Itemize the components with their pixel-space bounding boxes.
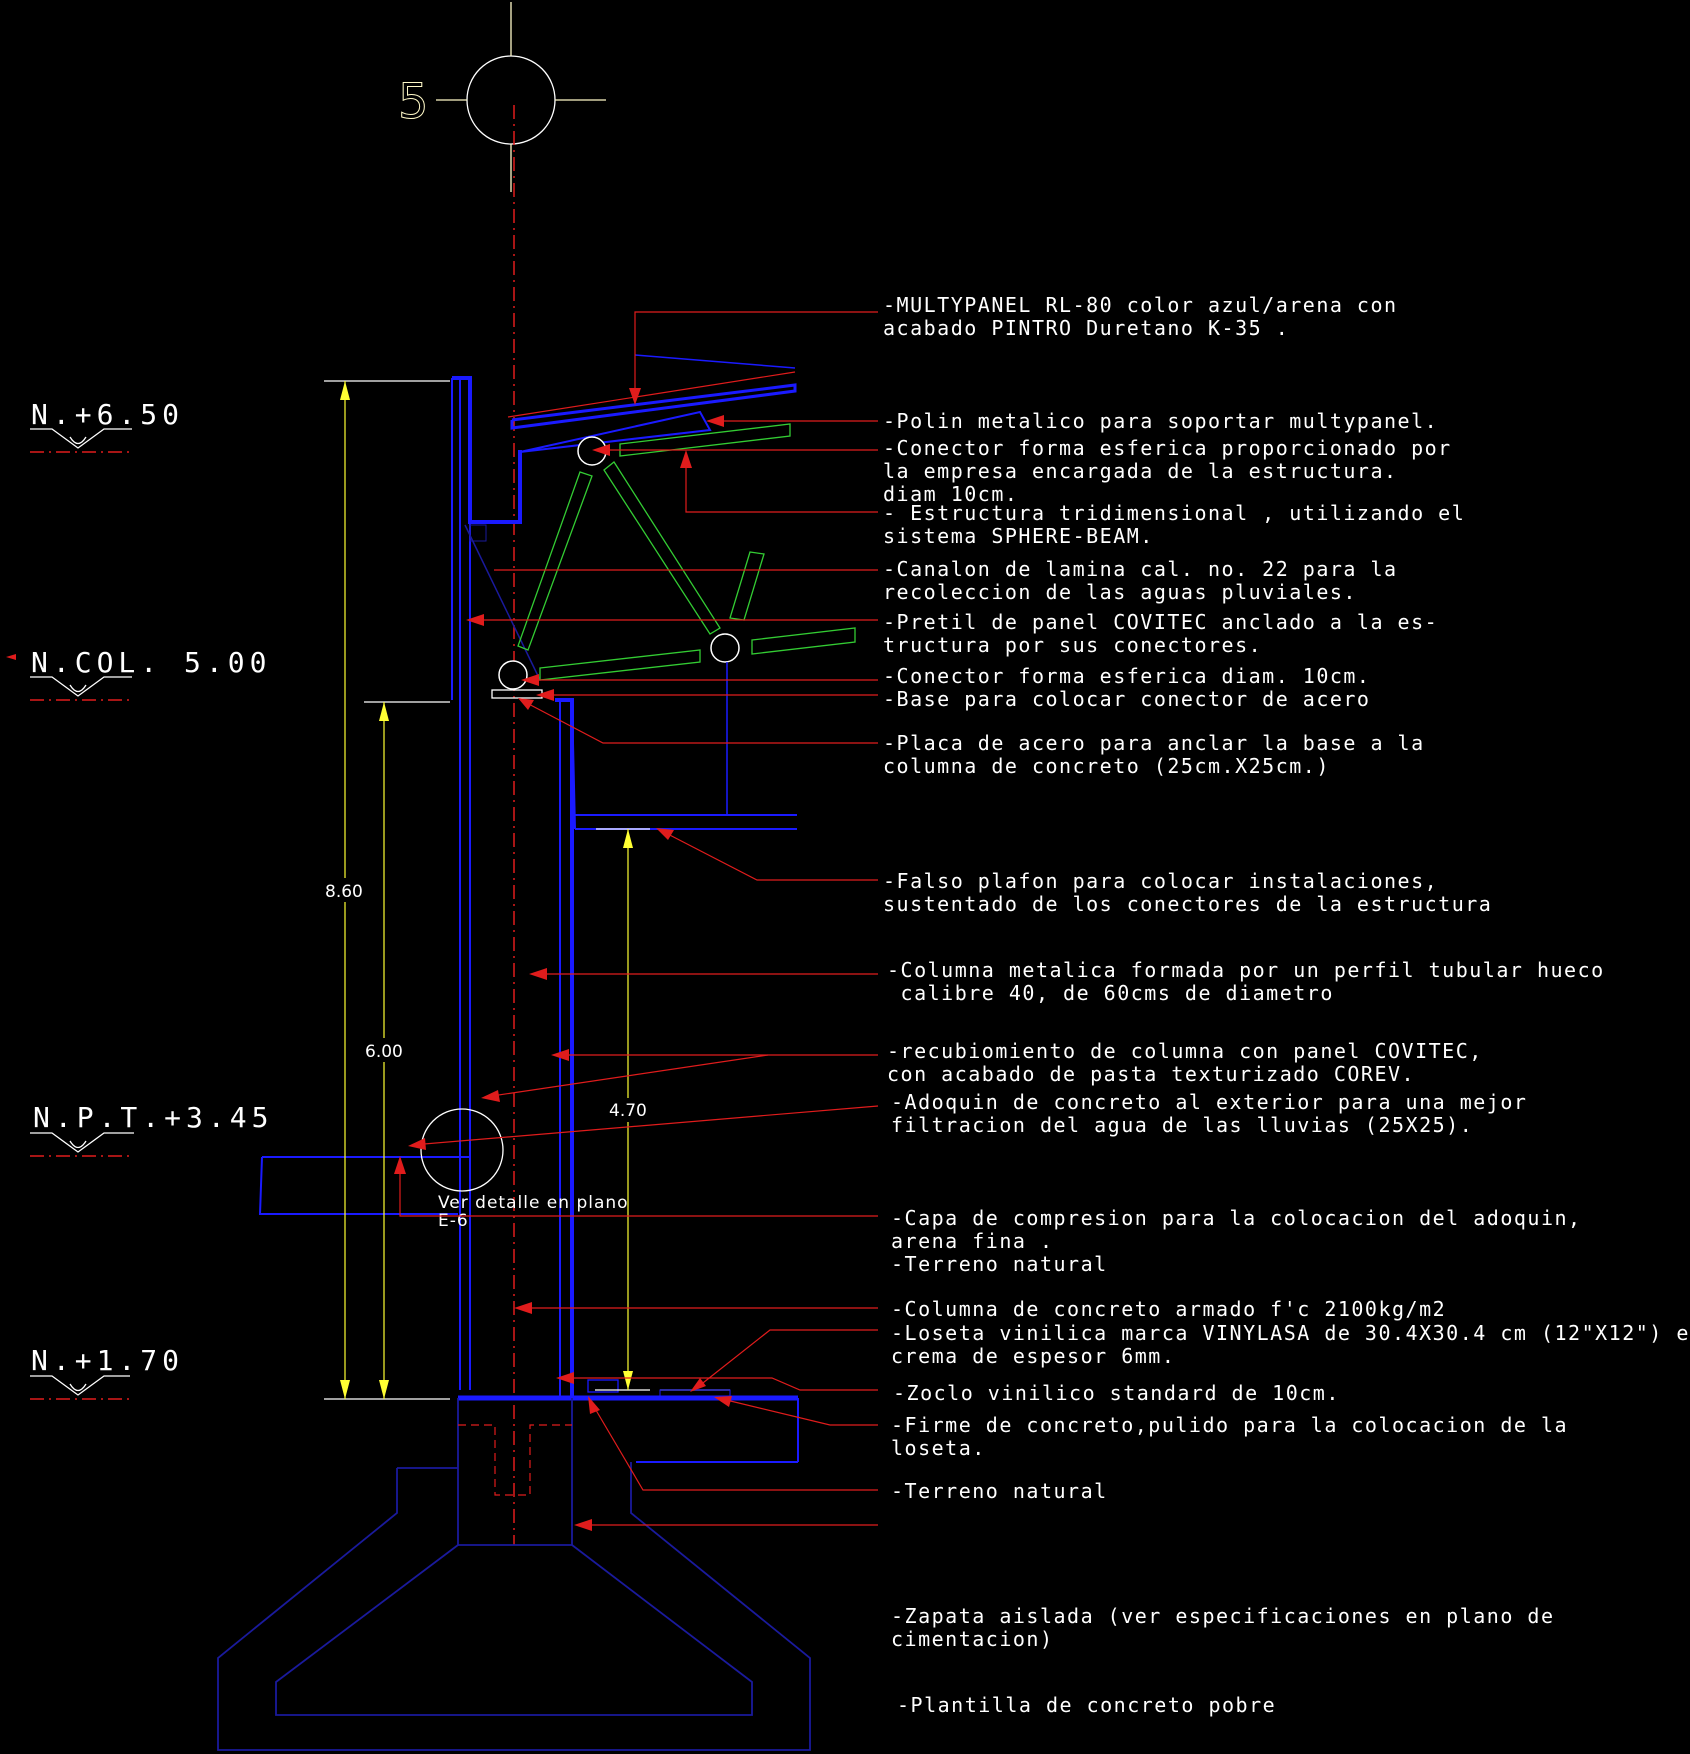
- note-text: -recubiomiento de columna con panel COVI…: [887, 1039, 1483, 1086]
- note-line: acabado PINTRO Duretano K-35 .: [883, 316, 1289, 340]
- level-label: N.P.T.+3.45: [33, 1101, 273, 1134]
- note-line: la empresa encargada de la estructura.: [883, 459, 1398, 483]
- note-text: -Polin metalico para soportar multypanel…: [883, 409, 1438, 433]
- note-line: -recubiomiento de columna con panel COVI…: [887, 1039, 1483, 1063]
- note-line: recoleccion de las aguas pluviales.: [883, 580, 1357, 604]
- dimension-label: 4.70: [609, 1101, 647, 1121]
- note-text: -Base para colocar conector de acero: [883, 687, 1370, 711]
- level-marker: [30, 1132, 134, 1157]
- note-line: calibre 40, de 60cms de diametro: [887, 981, 1334, 1005]
- detail-ref-line: E-6: [438, 1211, 469, 1231]
- space-frame: [498, 423, 856, 815]
- note-text: - Estructura tridimensional , utilizando…: [883, 501, 1465, 548]
- note-line: filtracion del agua de las lluvias (25X2…: [891, 1113, 1473, 1137]
- note-line: - Estructura tridimensional , utilizando…: [883, 501, 1465, 525]
- floor-and-footing: [217, 1379, 811, 1751]
- note-text: -Conector forma esferica proporcionado p…: [883, 436, 1452, 506]
- level-label: N.+6.50: [31, 398, 184, 431]
- level-marker: [30, 676, 132, 701]
- note-line: -Columna metalica formada por un perfil …: [887, 958, 1605, 982]
- axis-bubble: 5: [398, 2, 606, 192]
- note-line: crema de espesor 6mm.: [891, 1344, 1175, 1368]
- detail-reference: Ver detalle en plano E-6: [438, 1193, 629, 1231]
- note-line: -Polin metalico para soportar multypanel…: [883, 409, 1438, 433]
- note-line: -Conector forma esferica diam. 10cm.: [883, 664, 1370, 688]
- note-line: -Falso plafon para colocar instalaciones…: [883, 869, 1438, 893]
- note-line: diam 10cm.: [883, 482, 1018, 506]
- dimension-label: 8.60: [325, 882, 363, 902]
- level-label: N.+1.70: [31, 1344, 184, 1377]
- note-line: sustentado de los conectores de la estru…: [883, 892, 1492, 916]
- note-line: -Pretil de panel COVITEC anclado a la es…: [883, 610, 1438, 634]
- level-marker: [30, 428, 132, 453]
- note-text: -Columna de concreto armado f'c 2100kg/m…: [891, 1297, 1446, 1321]
- note-line: -Base para colocar conector de acero: [883, 687, 1370, 711]
- dimension-lines: 8.60 6.00 4.70: [318, 380, 652, 1400]
- note-text: -Zoclo vinilico standard de 10cm.: [893, 1381, 1340, 1405]
- note-line: cimentacion): [891, 1627, 1054, 1651]
- note-line: tructura por sus conectores.: [883, 633, 1262, 657]
- note-text: -Capa de compresion para la colocacion d…: [891, 1206, 1582, 1276]
- note-line: -Columna de concreto armado f'c 2100kg/m…: [891, 1297, 1446, 1321]
- exterior-paver: [258, 1108, 504, 1215]
- note-text: -Firme de concreto,pulido para la coloca…: [891, 1413, 1568, 1460]
- note-text: -Terreno natural: [891, 1479, 1108, 1503]
- detail-ref-line: Ver detalle en plano: [438, 1193, 629, 1213]
- note-text: -Columna metalica formada por un perfil …: [887, 958, 1605, 1005]
- level-marker: [30, 1375, 130, 1400]
- note-line: -Terreno natural: [891, 1252, 1108, 1276]
- note-line: arena fina .: [891, 1229, 1054, 1253]
- note-line: -Firme de concreto,pulido para la coloca…: [891, 1413, 1568, 1437]
- note-text: -Loseta vinilica marca VINYLASA de 30.4X…: [891, 1321, 1690, 1368]
- note-text: -Zapata aislada (ver especificaciones en…: [891, 1604, 1555, 1651]
- note-line: -MULTYPANEL RL-80 color azul/arena con: [883, 293, 1398, 317]
- leader-lines: [394, 311, 879, 1531]
- note-line: -Canalon de lamina cal. no. 22 para la: [883, 557, 1398, 581]
- note-text: -Adoquin de concreto al exterior para un…: [891, 1090, 1527, 1137]
- note-line: -Zoclo vinilico standard de 10cm.: [893, 1381, 1340, 1405]
- column: [491, 689, 797, 1398]
- note-line: -Placa de acero para anclar la base a la: [883, 731, 1425, 755]
- roof-panel: [507, 354, 797, 453]
- note-line: -Adoquin de concreto al exterior para un…: [891, 1090, 1527, 1114]
- note-line: -Terreno natural: [891, 1479, 1108, 1503]
- note-line: loseta.: [891, 1436, 986, 1460]
- note-text: -Pretil de panel COVITEC anclado a la es…: [883, 610, 1438, 657]
- note-line: -Plantilla de concreto pobre: [897, 1693, 1276, 1717]
- note-text: -Placa de acero para anclar la base a la…: [883, 731, 1425, 778]
- note-line: sistema SPHERE-BEAM.: [883, 524, 1154, 548]
- note-line: -Capa de compresion para la colocacion d…: [891, 1206, 1582, 1230]
- level-markers: N.+6.50 N.COL. 5.00 N.P.T.+3.45 N.+1.70: [6, 398, 273, 1400]
- parapet-gutter: [451, 376, 541, 1390]
- note-line: -Zapata aislada (ver especificaciones en…: [891, 1604, 1555, 1628]
- axis-label: 5: [398, 74, 429, 130]
- note-line: -Loseta vinilica marca VINYLASA de 30.4X…: [891, 1321, 1690, 1345]
- note-text: -Plantilla de concreto pobre: [897, 1693, 1276, 1717]
- note-line: -Conector forma esferica proporcionado p…: [883, 436, 1452, 460]
- note-text: -Conector forma esferica diam. 10cm.: [883, 664, 1370, 688]
- note-line: columna de concreto (25cm.X25cm.): [883, 754, 1330, 778]
- note-text: -Falso plafon para colocar instalaciones…: [883, 869, 1492, 916]
- level-label: N.COL. 5.00: [31, 646, 271, 679]
- dimension-label: 6.00: [365, 1042, 403, 1062]
- note-line: con acabado de pasta texturizado COREV.: [887, 1062, 1415, 1086]
